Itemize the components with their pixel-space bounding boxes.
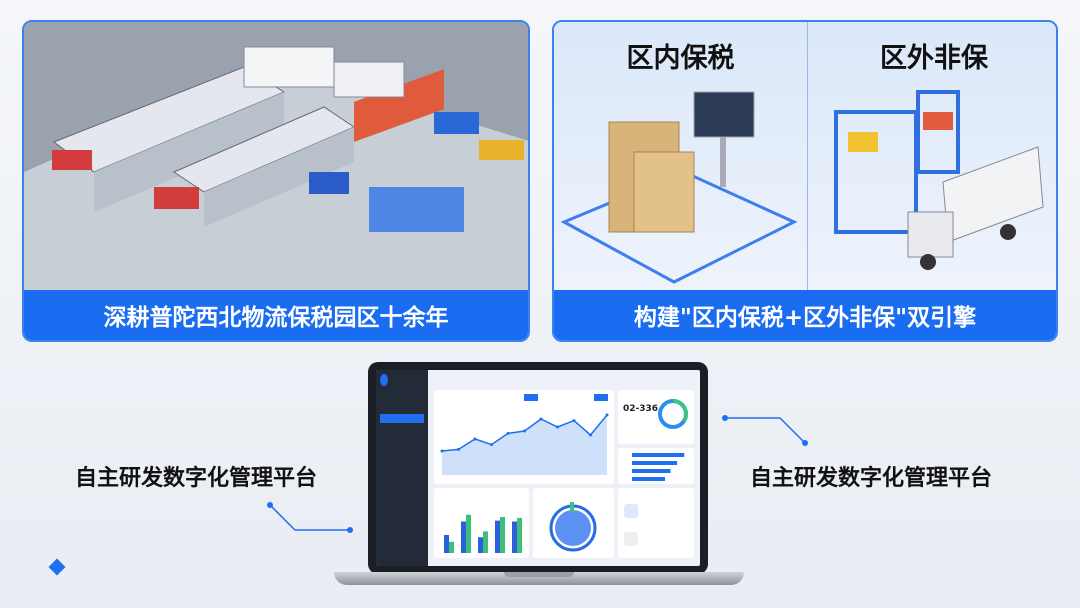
bar-chart-panel [434, 488, 529, 558]
bar-green [500, 517, 505, 553]
line-point [572, 419, 576, 423]
user-icon [624, 532, 638, 546]
bar-green [483, 531, 488, 553]
bar-blue [461, 521, 466, 553]
metric-panel: 02-336 [618, 390, 694, 444]
bar-chart [444, 514, 522, 553]
platform-label-left: 自主研发数字化管理平台 [75, 466, 318, 491]
metric-value: 02-336 [623, 404, 659, 414]
hbar-chart [632, 453, 685, 481]
line-point [506, 431, 510, 435]
bar-green [466, 514, 471, 553]
nav-item[interactable] [380, 402, 424, 411]
non-bonded-zone-title: 区外非保 [880, 43, 988, 74]
hbar [632, 461, 678, 465]
line-area [442, 415, 607, 475]
hbar [632, 453, 685, 457]
bar-blue [512, 521, 517, 553]
nav-item[interactable] [380, 450, 424, 459]
park-caption: 深耕普陀西北物流保税园区十余年 [24, 290, 528, 340]
bonded-zone-panel: 区内保税 [554, 22, 807, 290]
nav-item[interactable] [380, 390, 424, 399]
bar-green [517, 517, 522, 553]
line-chart [440, 413, 609, 475]
laptop-notch [504, 572, 574, 577]
alerts-panel [618, 488, 694, 558]
bar-blue [444, 535, 449, 553]
hbar [632, 477, 665, 481]
ring-chart [549, 502, 597, 552]
dual-engine-card: 区内保税 区外非保 构建"区内保税+区外非保"双引擎 [552, 20, 1058, 342]
logistics-park-illustration [24, 22, 528, 294]
line-point [605, 413, 609, 417]
bar-blue [495, 520, 500, 553]
line-point [589, 433, 592, 437]
line-point [523, 429, 526, 433]
hbar-panel [618, 448, 694, 484]
nav-item[interactable] [380, 438, 424, 447]
non-bonded-zone-panel: 区外非保 [807, 22, 1056, 290]
line-chart-panel [434, 390, 614, 484]
bonded-warehouse-illustration [560, 91, 798, 284]
dual-engine-caption: 构建"区内保税+区外非保"双引擎 [554, 290, 1056, 340]
nav-item-active[interactable] [380, 414, 424, 423]
line-point [473, 437, 477, 441]
platform-label-right: 自主研发数字化管理平台 [750, 466, 993, 491]
nav-item[interactable] [380, 426, 424, 435]
truck-shelf-illustration [834, 90, 1044, 270]
query-button[interactable] [524, 394, 538, 401]
nav-item[interactable] [380, 474, 424, 483]
line-point [457, 447, 460, 451]
line-point [440, 449, 444, 453]
park-card: 深耕普陀西北物流保税园区十余年 [22, 20, 530, 342]
database-icon [624, 504, 638, 518]
bonded-zone-title: 区内保税 [626, 43, 735, 74]
search-button[interactable] [594, 394, 608, 401]
bar-green [449, 541, 454, 553]
dashboard-sidebar [376, 370, 428, 566]
bar-blue [478, 537, 483, 553]
line-point [539, 417, 543, 421]
ring-panel [533, 488, 614, 558]
dashboard-screen: 02-336 [376, 370, 700, 566]
hbar [632, 469, 671, 473]
line-point [490, 443, 493, 447]
laptop: 02-336 [368, 362, 708, 574]
nav-item[interactable] [380, 462, 424, 471]
donut-gauge [658, 398, 689, 429]
line-point [556, 425, 559, 429]
laptop-base [334, 572, 744, 585]
